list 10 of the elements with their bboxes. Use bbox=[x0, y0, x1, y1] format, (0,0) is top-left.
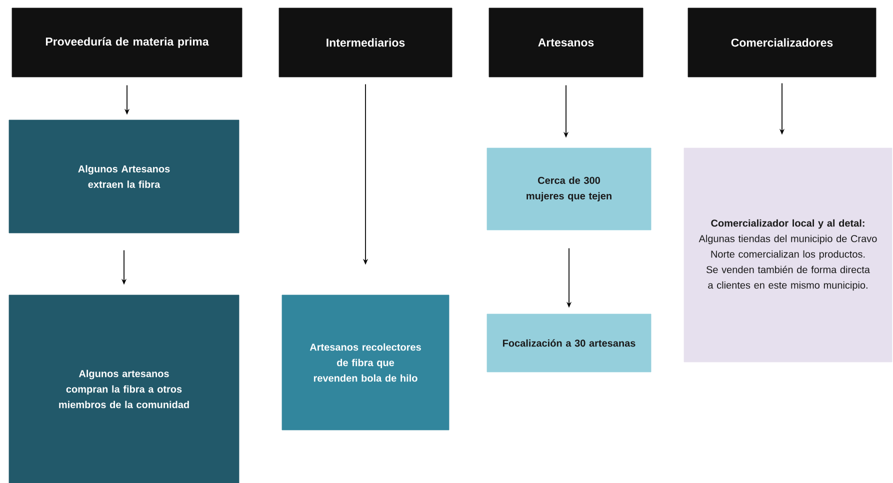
process-box: Artesanos recolectores de fibra que revenden bola de hilo bbox=[282, 294, 450, 430]
header-box: Proveeduría de materia prima bbox=[12, 8, 242, 78]
header-box: Artesanos bbox=[488, 8, 644, 78]
process-box: Cerca de 300 mujeres que tejen bbox=[486, 148, 652, 230]
note-box: Comercializador local y al detal: Algunas tiendas del municipio de Cravo Norte comercializan los productos. Se venden también de forma directa a clientes en este mismo municipio. bbox=[684, 148, 892, 362]
process-box: Algunos artesanos compran la fibra a otros miembros de la comunidad bbox=[8, 294, 240, 483]
process-box: Focalización a 30 artesanas bbox=[486, 314, 652, 372]
header-box: Comercializadores bbox=[688, 8, 876, 78]
process-box: Algunos Artesanos extraen la fibra bbox=[8, 120, 240, 234]
header-box: Intermediarios bbox=[278, 8, 452, 78]
